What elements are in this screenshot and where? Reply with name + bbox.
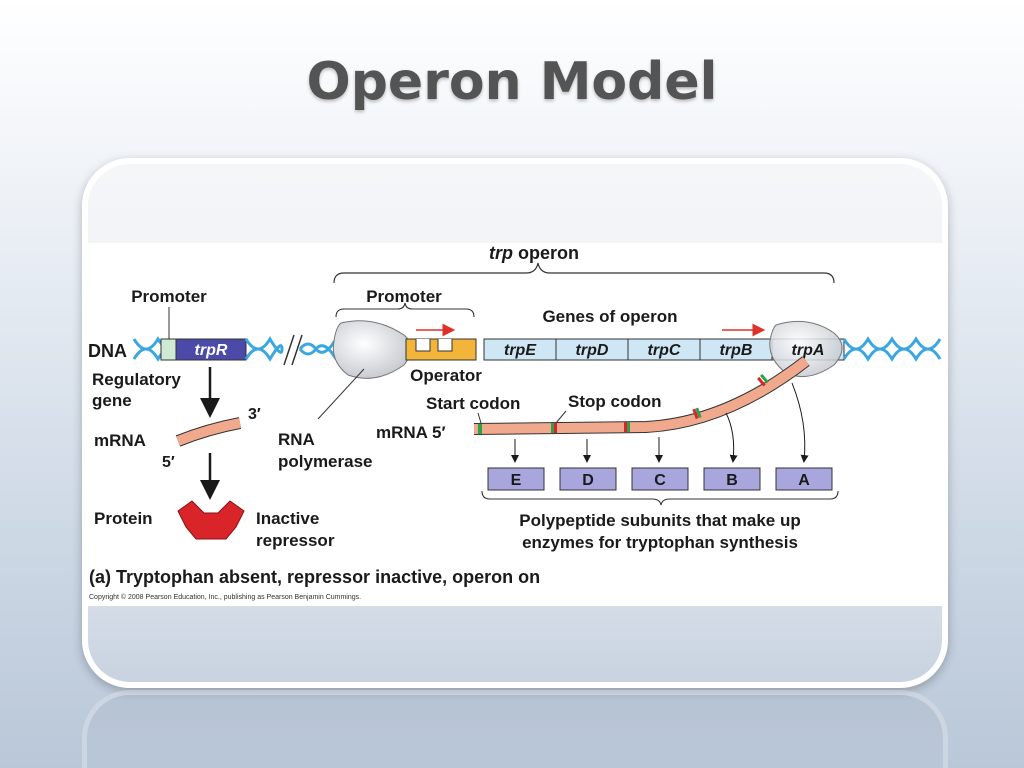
trpC-label: trpC [648,342,681,359]
codon-marks [478,373,769,434]
subunit-C-box [631,467,689,491]
trp-operon-brace [333,262,835,284]
stop-codon-pointer [555,410,567,424]
frame-reflection [82,690,948,768]
trpR-gene-box [175,338,247,361]
trpB-label: trpB [720,342,753,359]
subunit-E-box [487,467,545,491]
mrna-operon-strand [473,357,810,434]
rna-polymerase-right [769,320,843,378]
mrna-left-3prime: 3′ [248,406,261,423]
dna-helix-right [842,336,942,362]
operon-genes [483,338,845,361]
slide-title: Operon Model [306,52,718,112]
promoter-right-label: Promoter [366,287,442,306]
promoter-right-brace [335,302,475,318]
stop-codon-label: Stop codon [568,392,661,411]
subunit-A-box [775,467,833,491]
mrna-left-strand [176,418,241,446]
subunit-D-box [559,467,617,491]
mrna-right-label: mRNA 5′ [376,423,446,442]
subunit-C-label: C [654,472,666,489]
mrna-left-label: mRNA [94,431,146,450]
trpR-label: trpR [195,342,228,359]
genes-of-operon-label: Genes of operon [542,307,677,326]
trpA-label: trpA [792,342,825,359]
polypeptide-caption-2: enzymes for tryptophan synthesis [522,533,798,552]
trpE-label: trpE [504,342,537,359]
subunit-B-box [703,467,761,491]
subunit-A-label: A [798,472,810,489]
inactive-repressor-label-1: Inactive [256,509,319,528]
rna-polymerase-label-1: RNA [278,430,315,449]
figure-caption: (a) Tryptophan absent, repressor inactiv… [89,567,540,587]
polypeptide-caption-1: Polypeptide subunits that make up [519,511,800,530]
rna-polymerase-left [332,320,412,379]
trp-operon-figure: trp operon Promoter Promoter Genes of op… [86,243,944,606]
translation-arrows [511,382,809,463]
rna-polymerase-pointer [317,368,365,420]
operator-notches [415,339,453,352]
start-codon-pointer [477,412,482,424]
dna-break-marks [283,334,303,366]
trpD-label: trpD [576,342,609,359]
rna-polymerase-label-2: polymerase [278,452,373,471]
regulatory-promoter-box [160,338,177,361]
promoter-left-label: Promoter [131,287,207,306]
dna-label: DNA [88,341,127,361]
protein-label: Protein [94,509,153,528]
copyright-text: Copyright © 2008 Pearson Education, Inc.… [89,593,361,601]
inactive-repressor-label-2: repressor [256,531,335,550]
mrna-left-5prime: 5′ [162,454,175,471]
subunit-boxes [487,467,833,491]
start-codon-label: Start codon [426,394,520,413]
trp-operon-label: trp operon [489,243,579,263]
subunit-E-label: E [511,472,522,489]
operator-label: Operator [410,366,482,385]
regulatory-gene-label-1: Regulatory [92,370,181,389]
inactive-repressor-shape [177,500,245,540]
regulatory-gene-label-2: gene [92,391,132,410]
subunit-D-label: D [582,472,594,489]
dna-helix-mid [244,336,284,362]
polypeptide-brace [481,490,839,506]
dna-helix-pre-operon [298,338,338,360]
subunit-B-label: B [726,472,738,489]
